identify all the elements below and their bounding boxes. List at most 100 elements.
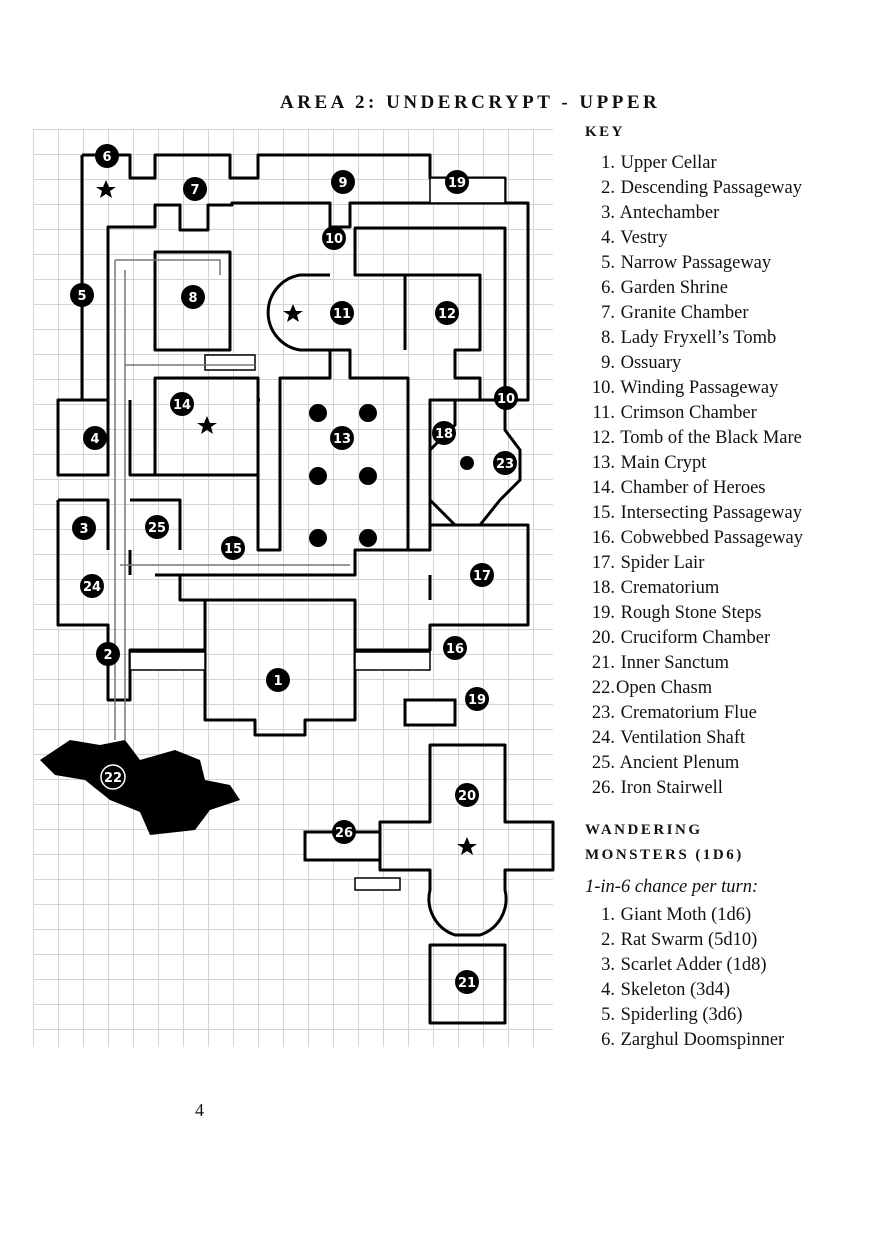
svg-text:19: 19 xyxy=(468,693,486,708)
room-marker-26: 26 xyxy=(332,820,356,844)
room-18-walls xyxy=(428,398,522,527)
room-marker-6: 6 xyxy=(95,144,119,168)
monster-item: 1. Giant Moth (1d6) xyxy=(601,905,752,925)
stairs-19-lower xyxy=(403,698,457,727)
room-marker-4: 4 xyxy=(83,426,107,450)
key-item: 11. Crimson Chamber xyxy=(592,403,757,423)
svg-text:26: 26 xyxy=(335,826,353,841)
monster-item: 6. Zarghul Doomspinner xyxy=(601,1030,785,1050)
key-heading: KEY xyxy=(585,124,626,140)
key-item: 14. Chamber of Heroes xyxy=(591,478,766,498)
svg-text:15: 15 xyxy=(224,542,242,557)
key-item: 8. Lady Fryxell’s Tomb xyxy=(601,328,777,348)
stairs-16 xyxy=(354,651,431,671)
svg-text:10: 10 xyxy=(325,232,343,247)
key-item: 24. Ventilation Shaft xyxy=(591,728,746,748)
wandering-heading-line1: WANDERING xyxy=(585,822,703,838)
stairs-26 xyxy=(303,830,382,862)
pillar xyxy=(309,404,327,422)
svg-text:2: 2 xyxy=(103,648,112,663)
monster-item: 4. Skeleton (3d4) xyxy=(601,980,731,1000)
svg-text:19: 19 xyxy=(448,176,466,191)
svg-text:21: 21 xyxy=(458,976,476,991)
key-list: 1. Upper Cellar 2. Descending Passageway… xyxy=(585,151,803,801)
room-marker-20: 20 xyxy=(455,783,479,807)
crematorium-flue-hole xyxy=(460,456,474,470)
key-item: 10. Winding Passageway xyxy=(591,378,779,398)
star-icon xyxy=(96,180,116,198)
room-21-walls xyxy=(428,943,507,1025)
key-item: 5. Narrow Passageway xyxy=(601,253,772,273)
room-8-walls xyxy=(153,250,232,352)
room-3-walls xyxy=(56,498,530,702)
key-item: 21. Inner Sanctum xyxy=(591,653,730,673)
key-item: 1. Upper Cellar xyxy=(601,153,717,173)
room-marker-19a: 19 xyxy=(445,170,469,194)
room-marker-7: 7 xyxy=(183,177,207,201)
svg-text:25: 25 xyxy=(148,521,166,536)
key-item: 20. Cruciform Chamber xyxy=(591,628,771,648)
room-marker-16: 16 xyxy=(443,636,467,660)
room-marker-10b: 10 xyxy=(494,386,518,410)
svg-text:9: 9 xyxy=(338,176,347,191)
room-20-walls xyxy=(378,743,555,937)
svg-text:20: 20 xyxy=(458,789,476,804)
star-icon xyxy=(197,416,217,434)
pillar xyxy=(359,404,377,422)
room-marker-25: 25 xyxy=(145,515,169,539)
map-grid xyxy=(33,129,553,1047)
room-marker-14: 14 xyxy=(170,392,194,416)
svg-text:17: 17 xyxy=(473,569,491,584)
stairs-shaft xyxy=(354,877,401,891)
wall-top xyxy=(82,153,432,180)
room-marker-12: 12 xyxy=(435,301,459,325)
wall-outline-north xyxy=(80,155,530,552)
svg-text:12: 12 xyxy=(438,307,456,322)
key-item: 13. Main Crypt xyxy=(591,453,707,473)
room-marker-9: 9 xyxy=(331,170,355,194)
room-marker-10a: 10 xyxy=(322,226,346,250)
key-item: 3. Antechamber xyxy=(601,203,720,223)
pillar xyxy=(309,467,327,485)
room-1-walls xyxy=(203,650,357,737)
room-markers: 1 2 3 4 5 6 7 8 9 10 10 11 12 13 14 15 1… xyxy=(70,144,518,994)
svg-text:16: 16 xyxy=(446,642,464,657)
room-marker-1: 1 xyxy=(266,668,290,692)
stairs-2-east xyxy=(129,651,206,671)
wall-center-west xyxy=(128,400,155,477)
monster-item: 2. Rat Swarm (5d10) xyxy=(601,930,758,950)
key-item: 4. Vestry xyxy=(601,228,668,248)
room-marker-22: 22 xyxy=(100,764,126,790)
key-item: 23. Crematorium Flue xyxy=(591,703,757,723)
chance-text: 1-in-6 chance per turn: xyxy=(585,877,759,897)
key-item: 9. Ossuary xyxy=(601,353,682,373)
key-item: 22.Open Chasm xyxy=(591,678,713,698)
room-11-walls xyxy=(266,273,330,352)
wandering-heading-line2: MONSTERS (1D6) xyxy=(585,847,744,863)
key-item: 16. Cobwebbed Passageway xyxy=(591,528,804,548)
key-item: 6. Garden Shrine xyxy=(601,278,728,298)
pillar xyxy=(359,529,377,547)
svg-text:8: 8 xyxy=(188,291,197,306)
svg-text:4: 4 xyxy=(90,432,99,447)
svg-text:10: 10 xyxy=(497,392,515,407)
monster-item: 5. Spiderling (3d6) xyxy=(601,1005,743,1025)
room-14-walls xyxy=(153,376,260,477)
key-item: 12. Tomb of the Black Mare xyxy=(591,428,802,448)
svg-text:24: 24 xyxy=(83,580,101,595)
monster-item: 3. Scarlet Adder (1d8) xyxy=(601,955,767,975)
svg-text:14: 14 xyxy=(173,398,191,413)
page-number: 4 xyxy=(195,1100,204,1120)
svg-text:18: 18 xyxy=(435,427,453,442)
room-marker-17: 17 xyxy=(470,563,494,587)
room-marker-23: 23 xyxy=(493,451,517,475)
wall-mid xyxy=(128,498,432,602)
room-marker-5: 5 xyxy=(70,283,94,307)
stairs-19-upper xyxy=(429,177,506,204)
open-chasm xyxy=(40,740,240,835)
room-marker-24: 24 xyxy=(80,574,104,598)
svg-text:22: 22 xyxy=(104,771,122,786)
key-item: 7. Granite Chamber xyxy=(601,303,749,323)
ventilation-shaft xyxy=(114,259,350,740)
